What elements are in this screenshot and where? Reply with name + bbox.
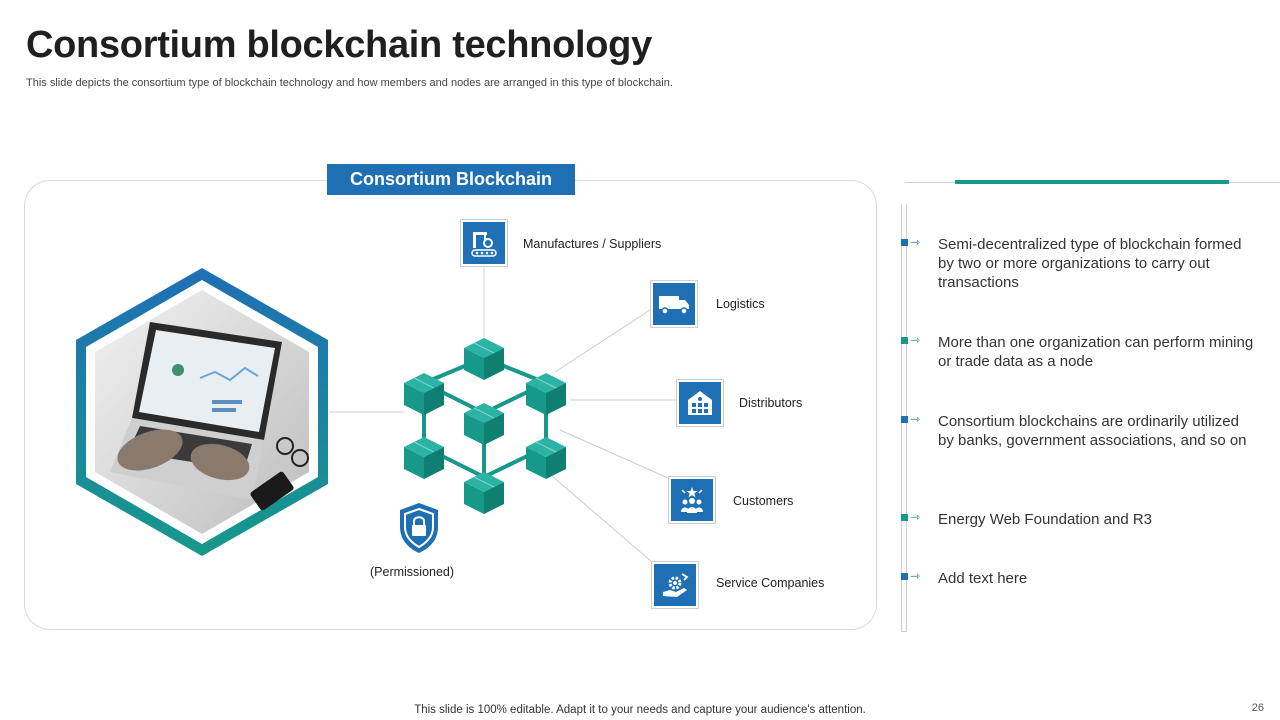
- bullet-marker: ⇾: [900, 412, 926, 426]
- panel-header: Consortium Blockchain: [327, 164, 575, 195]
- slide-title: Consortium blockchain technology: [26, 24, 652, 66]
- node-label-logistics: Logistics: [716, 297, 765, 311]
- bullet-marker: ⇾: [900, 510, 926, 524]
- service-hand-gear-icon: [651, 561, 699, 609]
- node-label-manufactures: Manufactures / Suppliers: [523, 237, 662, 251]
- right-accent-bar: [955, 180, 1229, 184]
- laptop-photo: [76, 268, 328, 556]
- connector-lines: [330, 268, 676, 563]
- bullet-marker: ⇾: [900, 569, 926, 583]
- permissioned-label: (Permissioned): [370, 565, 455, 579]
- shield-lock-icon: [400, 503, 438, 553]
- bullet-text-3: Consortium blockchains are ordinarily ut…: [938, 413, 1247, 449]
- slide-subtitle: This slide depicts the consortium type o…: [26, 77, 673, 89]
- arrow-right-icon: ⇾: [910, 569, 921, 583]
- arrow-right-icon: ⇾: [910, 333, 921, 347]
- footer-note: This slide is 100% editable. Adapt it to…: [414, 704, 866, 716]
- bullet-text-5: Add text here: [938, 570, 1028, 587]
- square-marker-icon: [901, 239, 908, 246]
- factory-icon: [460, 219, 508, 267]
- warehouse-icon: [676, 379, 724, 427]
- square-marker-icon: [901, 416, 908, 423]
- arrow-right-icon: ⇾: [910, 510, 921, 524]
- truck-icon: [650, 280, 698, 328]
- arrow-right-icon: ⇾: [910, 235, 921, 249]
- node-label-service-companies: Service Companies: [716, 576, 825, 590]
- square-marker-icon: [901, 573, 908, 580]
- customers-icon: [668, 476, 716, 524]
- bullet-text-1: Semi-decentralized type of blockchain fo…: [938, 236, 1242, 291]
- bullet-marker: ⇾: [900, 235, 926, 249]
- bullet-marker: ⇾: [900, 333, 926, 347]
- page-number: 26: [1251, 702, 1264, 714]
- square-marker-icon: [901, 514, 908, 521]
- arrow-right-icon: ⇾: [910, 412, 921, 426]
- node-label-distributors: Distributors: [739, 396, 803, 410]
- bullet-text-4: Energy Web Foundation and R3: [938, 511, 1153, 528]
- square-marker-icon: [901, 337, 908, 344]
- blockchain-cubes: [403, 337, 567, 515]
- node-label-customers: Customers: [733, 494, 794, 508]
- bullet-text-2: More than one organization can perform m…: [938, 334, 1254, 370]
